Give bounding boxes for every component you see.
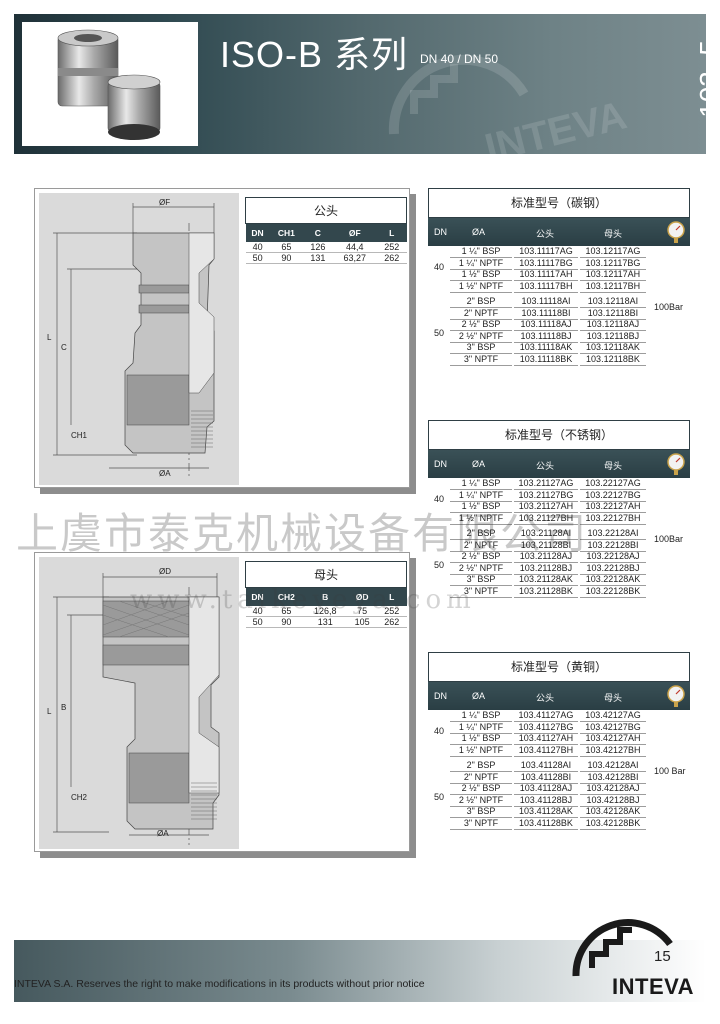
dim-label-b: B: [61, 703, 67, 712]
col-c: C: [303, 223, 333, 242]
model-table-header: DN ØA 公头 母头: [428, 450, 690, 478]
dim-label-l: L: [47, 707, 52, 716]
table-row: 40 65 126 44,4 252: [245, 241, 407, 253]
pressure-gauge-icon: [667, 453, 685, 475]
product-photo: [22, 22, 198, 146]
watermark-logo-icon: [388, 54, 529, 135]
brand-name: INTEVA: [612, 974, 695, 999]
dn-group-label: 40: [434, 494, 445, 504]
brand-logo-icon: [572, 919, 673, 977]
dn-group-label: 40: [434, 726, 445, 736]
footer-notice: INTEVA S.A. Reserves the right to make m…: [14, 978, 425, 990]
col-dn: DN: [245, 223, 270, 242]
col-d: ØD: [347, 587, 377, 606]
table-row: 50 90 131 63,27 262: [245, 252, 407, 264]
watermark-url: www.taikeyeya.com: [130, 585, 476, 615]
col-dn: DN: [245, 587, 270, 606]
dn-group-label: 50: [434, 792, 445, 802]
pressure-rating: 100Bar: [654, 534, 684, 544]
table-row: 40 65 126,8 75 252: [245, 605, 407, 617]
male-spec-table: 公头 DN CH1 C ØF L 40 65 126 44,4 252 50 9…: [245, 197, 407, 264]
series-code: 103–5: [694, 40, 706, 118]
dim-label-ch2: CH2: [71, 793, 88, 802]
dim-label-a: ØA: [157, 829, 169, 838]
model-table-header: DN ØA 公头 母头: [428, 218, 690, 246]
model-table-title: 标准型号（不锈钢）: [428, 420, 690, 450]
female-spec-table: 母头 DN CH2 B ØD L 40 65 126,8 75 252 50 9…: [245, 561, 407, 628]
page-header: INTEVA ISO-B 系列 DN 40 / DN 50 103–5: [14, 14, 706, 154]
female-coupler-drawing: ØD L B CH2 ØA: [39, 557, 239, 849]
dim-label-a: ØA: [159, 469, 171, 478]
model-table-title: 标准型号（黄铜）: [428, 652, 690, 682]
dim-label-ch1: CH1: [71, 431, 88, 440]
col-l: L: [376, 223, 407, 242]
col-l: L: [376, 587, 407, 606]
pressure-rating: 100Bar: [654, 302, 684, 312]
model-table-header: DN ØA 公头 母头: [428, 682, 690, 710]
dn-group-label: 40: [434, 262, 445, 272]
page-subtitle: DN 40 / DN 50: [420, 52, 499, 66]
watermark-company: 上虞市泰克机械设备有限公司: [16, 509, 589, 558]
table-row: 50 90 131 105 262: [245, 616, 407, 628]
page-title: ISO-B 系列: [220, 34, 409, 75]
dim-label-d: ØD: [159, 567, 171, 576]
col-ch2: CH2: [269, 587, 304, 606]
female-spec-caption: 母头: [245, 561, 407, 588]
dim-label-f: ØF: [159, 198, 171, 207]
col-b: B: [303, 587, 348, 606]
model-table-title: 标准型号（碳钢）: [428, 188, 690, 218]
dim-label-l: L: [47, 333, 52, 342]
male-spec-caption: 公头: [245, 197, 407, 224]
col-ch1: CH1: [269, 223, 304, 242]
page-footer: INTEVA S.A. Reserves the right to make m…: [14, 919, 706, 1002]
pressure-gauge-icon: [667, 685, 685, 707]
pressure-rating: 100 Bar: [654, 766, 686, 776]
pressure-gauge-icon: [667, 221, 685, 243]
female-coupler-panel: ØD L B CH2 ØA 母头 DN CH2 B ØD L 40 65 126…: [34, 552, 410, 852]
dn-group-label: 50: [434, 560, 445, 570]
dim-label-c: C: [61, 343, 67, 352]
male-coupler-panel: ØF L C CH1 ØA 公头 DN CH1 C ØF L 40 65 126…: [34, 188, 410, 488]
col-f: ØF: [332, 223, 377, 242]
page-number: 15: [654, 948, 671, 965]
male-coupler-drawing: ØF L C CH1 ØA: [39, 193, 239, 485]
dn-group-label: 50: [434, 328, 445, 338]
